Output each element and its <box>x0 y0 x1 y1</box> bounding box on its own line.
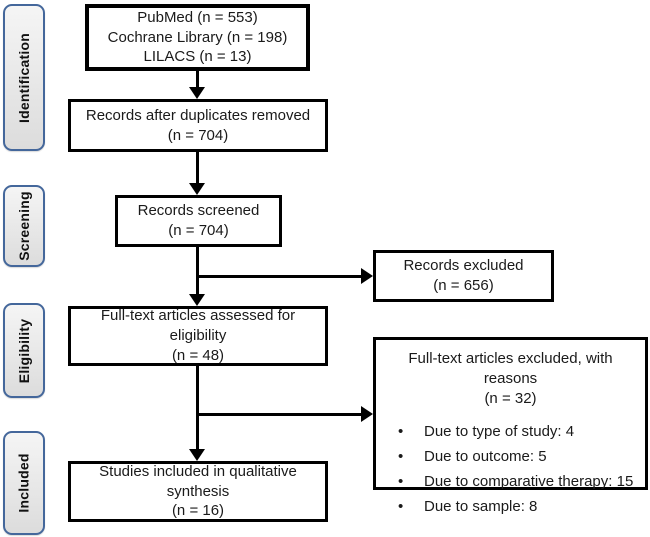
included-count: (n = 16) <box>171 502 225 520</box>
connector-branch-records-excluded <box>196 275 362 278</box>
box-fulltext-excluded: Full-text articles excluded, with reason… <box>373 337 648 515</box>
reason-item: • Due to comparative therapy: 15 <box>398 472 637 492</box>
duplicates-text: Records after duplicates removed <box>85 106 311 124</box>
exclusion-reasons-list: • Due to type of study: 4 • Due to outco… <box>384 422 637 521</box>
sources-lilacs: LILACS (n = 13) <box>143 48 252 66</box>
reason-item: • Due to type of study: 4 <box>398 422 637 442</box>
arrowhead-down-1 <box>189 87 205 99</box>
box-sources: PubMed (n = 553) Cochrane Library (n = 1… <box>85 4 310 71</box>
box-studies-included: Studies included in qualitative synthesi… <box>68 461 328 522</box>
bullet-icon: • <box>398 472 404 490</box>
reason-text: Due to sample: 8 <box>424 497 538 515</box>
fulltext-text-2: eligibility <box>169 327 227 345</box>
screened-text: Records screened <box>137 202 260 220</box>
fulltext-excluded-title: Full-text articles excluded, with reason… <box>408 350 613 387</box>
box-records-screened: Records screened (n = 704) <box>115 195 282 247</box>
included-text-1: Studies included in qualitative <box>99 462 297 480</box>
arrowhead-down-4 <box>189 449 205 461</box>
connector-sources-to-duplicates <box>196 71 199 88</box>
stage-eligibility: Eligibility <box>3 303 45 398</box>
stage-screening-label: Screening <box>16 191 32 261</box>
stage-included: Included <box>3 431 45 535</box>
box-duplicates-removed: Records after duplicates removed (n = 70… <box>68 99 328 152</box>
connector-fulltext-to-included <box>196 366 199 450</box>
arrowhead-right-1 <box>361 268 373 284</box>
arrowhead-down-2 <box>189 183 205 195</box>
bullet-icon: • <box>398 448 404 466</box>
stage-identification: Identification <box>3 4 45 151</box>
fulltext-excluded-count: (n = 32) <box>484 389 537 407</box>
excluded-count: (n = 656) <box>433 277 494 294</box>
connector-branch-fulltext-excluded <box>196 413 362 416</box>
box-fulltext-assessed: Full-text articles assessed for eligibil… <box>68 306 328 366</box>
screened-count: (n = 704) <box>168 222 229 239</box>
connector-duplicates-to-screened <box>196 152 199 184</box>
reason-item: • Due to sample: 8 <box>398 497 637 517</box>
stage-eligibility-label: Eligibility <box>16 318 32 383</box>
duplicates-count: (n = 704) <box>167 126 229 144</box>
included-text-2: synthesis <box>166 482 230 500</box>
stage-included-label: Included <box>16 453 33 513</box>
bullet-icon: • <box>398 423 404 441</box>
reason-text: Due to comparative therapy: 15 <box>424 472 634 490</box>
reason-item: • Due to outcome: 5 <box>398 447 637 467</box>
connector-screened-to-fulltext <box>196 247 199 295</box>
excluded-text: Records excluded <box>403 257 524 275</box>
reason-text: Due to type of study: 4 <box>424 423 575 441</box>
fulltext-count: (n = 48) <box>171 346 225 364</box>
stage-identification-label: Identification <box>16 32 33 123</box>
bullet-icon: • <box>398 497 404 515</box>
arrowhead-down-3 <box>189 294 205 306</box>
reason-text: Due to outcome: 5 <box>424 448 547 466</box>
fulltext-text-1: Full-text articles assessed for <box>100 307 296 325</box>
box-records-excluded: Records excluded (n = 656) <box>373 250 554 302</box>
sources-cochrane: Cochrane Library (n = 198) <box>107 28 288 46</box>
sources-pubmed: PubMed (n = 553) <box>137 8 258 26</box>
arrowhead-right-2 <box>361 406 373 422</box>
stage-screening: Screening <box>3 185 45 267</box>
